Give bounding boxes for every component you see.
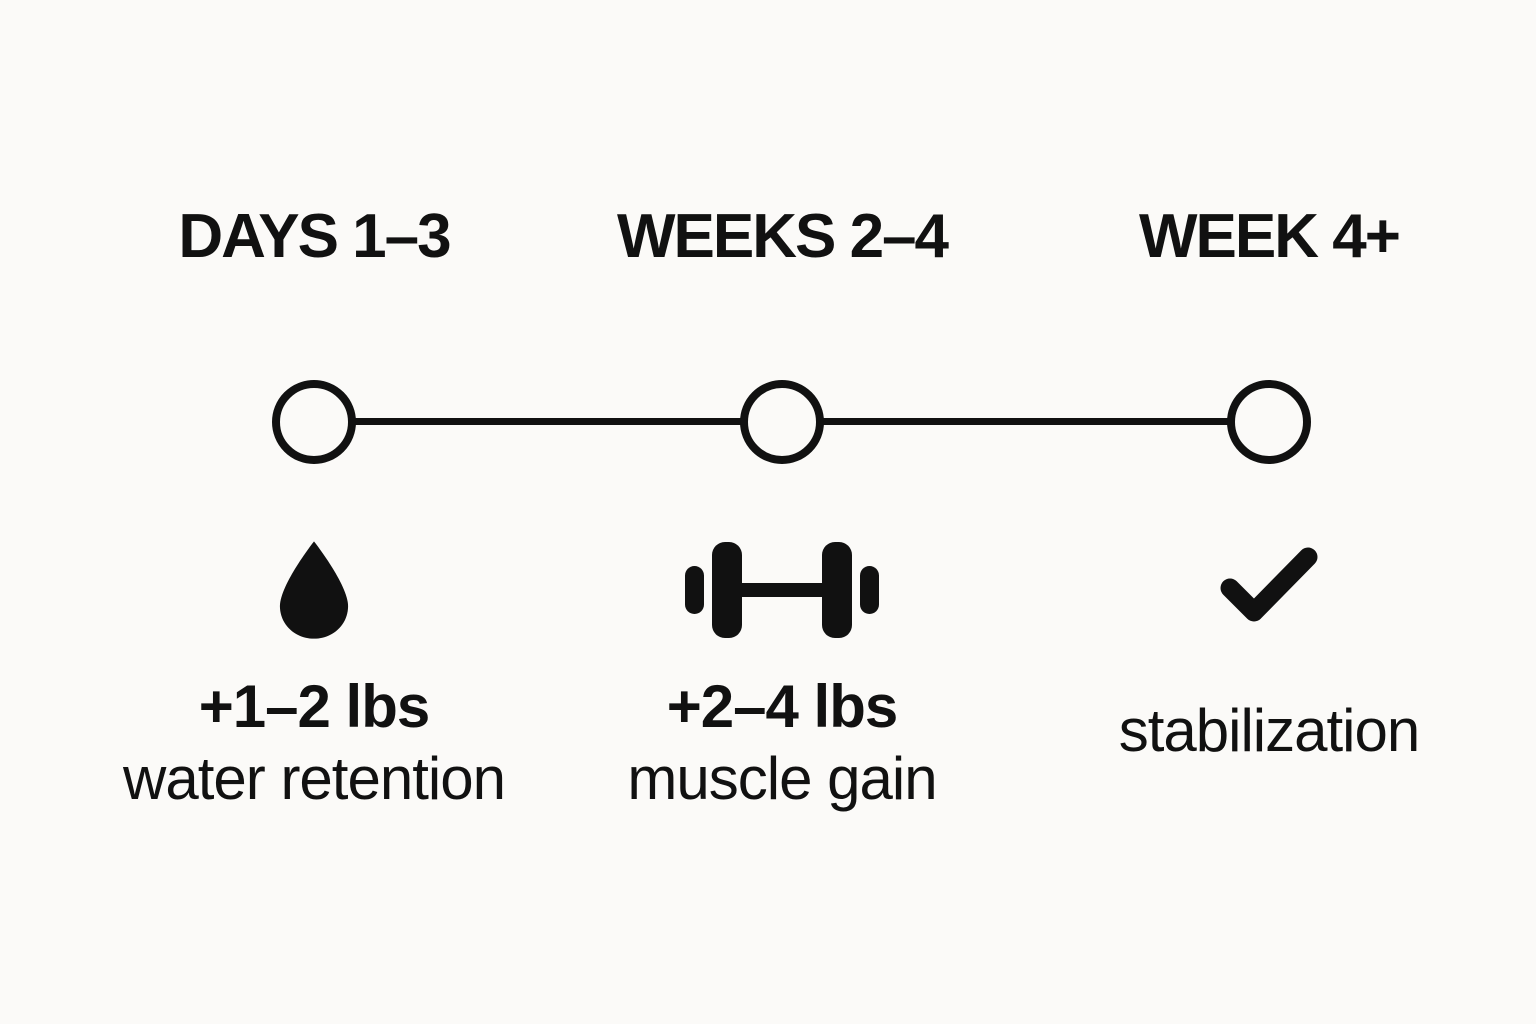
stage-description: muscle gain (627, 745, 937, 812)
stage-label: WEEK 4+ (1139, 202, 1401, 271)
timeline-node-3 (1227, 380, 1311, 464)
stage-value: +1–2 lbs (198, 673, 431, 740)
timeline-node-1 (272, 380, 356, 464)
stage-description: water retention (123, 745, 506, 812)
water-drop-icon (277, 539, 351, 641)
stage-label: WEEKS 2–4 (616, 202, 949, 271)
stage-description: stabilization (1118, 697, 1421, 764)
checkmark-icon (1219, 546, 1319, 624)
stage-label: DAYS 1–3 (178, 202, 451, 271)
timeline-node-2 (740, 380, 824, 464)
dumbbell-icon (685, 542, 879, 638)
stage-value: +2–4 lbs (666, 673, 899, 740)
